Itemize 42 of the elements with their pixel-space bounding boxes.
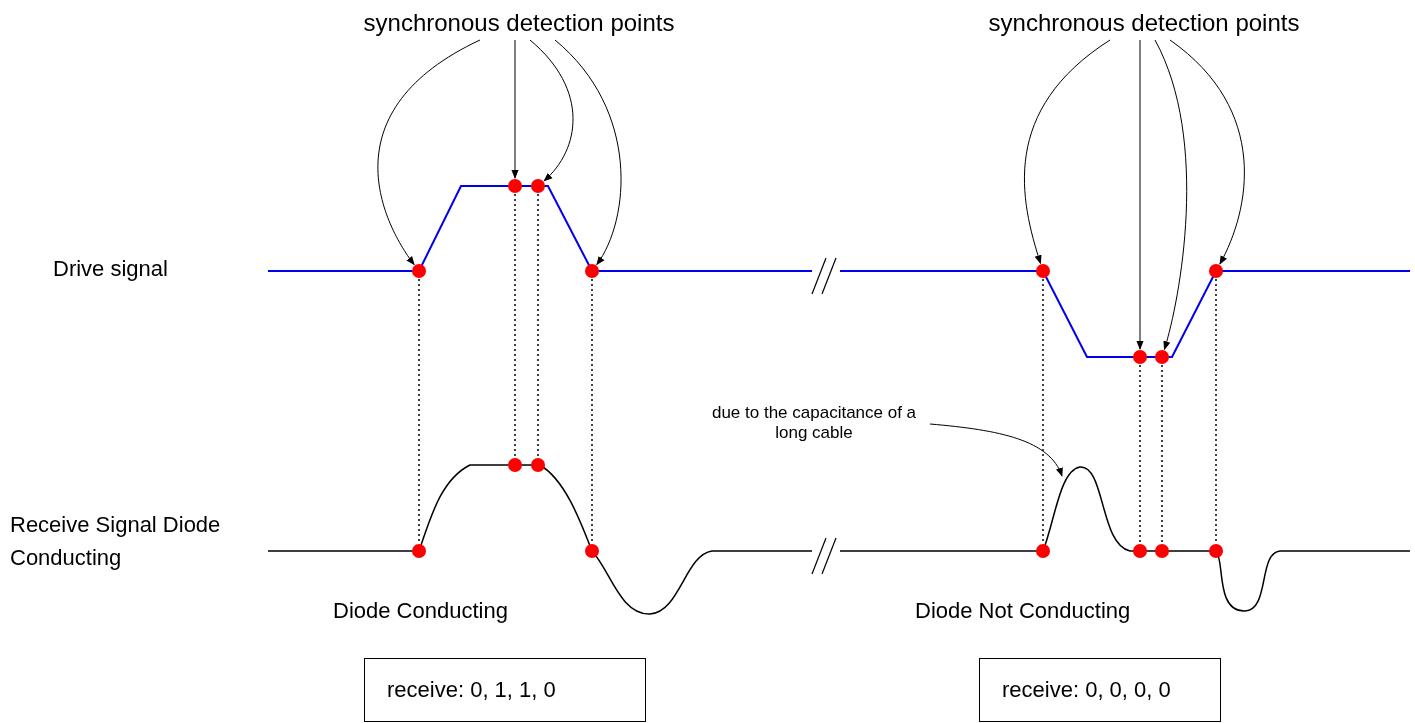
detection-point bbox=[412, 544, 426, 558]
guide-line bbox=[418, 278, 420, 544]
guide-line bbox=[591, 278, 593, 544]
detection-point bbox=[1036, 264, 1050, 278]
detection-point bbox=[1155, 350, 1169, 364]
annotation-text: synchronous detection points bbox=[309, 6, 729, 40]
guide-line bbox=[1139, 364, 1141, 544]
annotation-text: synchronous detection points bbox=[934, 6, 1354, 40]
detection-point bbox=[1209, 264, 1223, 278]
signal-label: Diode Not Conducting bbox=[915, 597, 1131, 625]
signal-label: Receive Signal Diode Conducting bbox=[10, 511, 222, 572]
detection-point bbox=[1155, 544, 1169, 558]
leader-arrow bbox=[1169, 39, 1245, 265]
guide-line bbox=[537, 193, 539, 458]
detection-point bbox=[1133, 544, 1147, 558]
detection-point bbox=[508, 458, 522, 472]
leader-arrow bbox=[1136, 39, 1144, 350]
leader-arrow bbox=[929, 423, 1063, 477]
guide-line bbox=[514, 193, 516, 458]
leader-arrow bbox=[1154, 39, 1188, 351]
leader-arrow bbox=[1024, 39, 1111, 265]
detection-point bbox=[1036, 544, 1050, 558]
detection-point bbox=[585, 264, 599, 278]
detection-point bbox=[1209, 544, 1223, 558]
signal-label: Diode Conducting bbox=[333, 597, 508, 625]
guide-line bbox=[1161, 364, 1163, 544]
guide-line bbox=[1215, 278, 1217, 544]
detection-point bbox=[1133, 350, 1147, 364]
result-box: receive: 0, 1, 1, 0 bbox=[364, 658, 646, 722]
detection-point bbox=[508, 179, 522, 193]
leader-arrow bbox=[554, 39, 622, 266]
annotation-text: due to the capacitance of a long cable bbox=[698, 398, 930, 448]
detection-point bbox=[585, 544, 599, 558]
leader-arrow bbox=[377, 39, 481, 266]
detection-point bbox=[531, 458, 545, 472]
result-box: receive: 0, 0, 0, 0 bbox=[979, 658, 1221, 722]
guide-line bbox=[1042, 278, 1044, 544]
signal-label: Drive signal bbox=[53, 255, 168, 283]
leader-arrow bbox=[511, 39, 519, 179]
leader-arrow bbox=[529, 39, 574, 182]
detection-point bbox=[412, 264, 426, 278]
detection-point bbox=[531, 179, 545, 193]
